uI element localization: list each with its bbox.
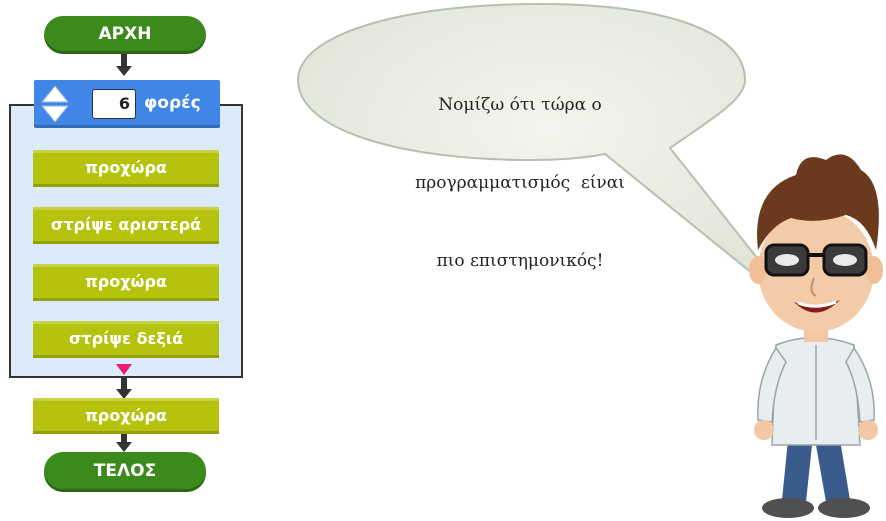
stepper-arrows-icon[interactable]: [40, 83, 70, 125]
hand-left: [754, 420, 774, 440]
hand-right: [858, 420, 878, 440]
stepper-control[interactable]: [40, 83, 70, 125]
end-terminal[interactable]: ΤΕΛΟΣ: [44, 452, 206, 492]
repeat-loop-header[interactable]: 6 φορές: [34, 80, 220, 128]
speech-text: Νομίζω ότι τώρα ο προγραμματισμός είναι …: [365, 40, 675, 300]
command-label: προχώρα: [85, 158, 167, 177]
shoe-left: [762, 498, 814, 518]
command-block-forward[interactable]: προχώρα: [33, 398, 219, 434]
speech-line: προγραμματισμός είναι: [415, 173, 625, 193]
connector-line: [121, 377, 127, 391]
command-label: προχώρα: [85, 272, 167, 291]
connector-arrowhead: [116, 442, 132, 452]
connector-arrowhead: [116, 389, 132, 399]
speech-bubble: [296, 2, 801, 313]
speech-line: πιο επιστημονικός!: [436, 251, 604, 271]
face: [758, 208, 874, 332]
command-label: προχώρα: [85, 406, 167, 425]
end-label: ΤΕΛΟΣ: [93, 461, 157, 481]
loop-exit-marker-icon: [116, 364, 132, 375]
cartoon-character-image: [749, 154, 883, 518]
speech-line: Νομίζω ότι τώρα ο: [438, 95, 602, 115]
smile: [794, 300, 840, 313]
command-block-forward[interactable]: προχώρα: [33, 150, 219, 187]
repeat-times-label: φορές: [144, 93, 201, 113]
shoe-right: [818, 498, 870, 518]
start-terminal[interactable]: ΑΡΧΗ: [44, 16, 206, 54]
connector-line: [121, 432, 127, 444]
stepper-up-icon: [40, 85, 70, 103]
jeans-left: [782, 440, 812, 502]
command-label: στρίψε αριστερά: [50, 215, 202, 234]
connector-line: [121, 53, 127, 67]
command-label: στρίψε δεξιά: [68, 329, 184, 348]
stepper-down-icon: [40, 105, 70, 123]
jeans-right: [816, 440, 850, 502]
command-block-turn-left[interactable]: στρίψε αριστερά: [33, 207, 219, 244]
command-block-forward[interactable]: προχώρα: [33, 264, 219, 301]
hair: [757, 154, 879, 250]
connector-arrowhead: [116, 66, 132, 76]
start-label: ΑΡΧΗ: [98, 24, 152, 44]
repeat-count-input[interactable]: 6: [92, 89, 136, 119]
command-block-turn-right[interactable]: στρίψε δεξιά: [33, 321, 219, 358]
